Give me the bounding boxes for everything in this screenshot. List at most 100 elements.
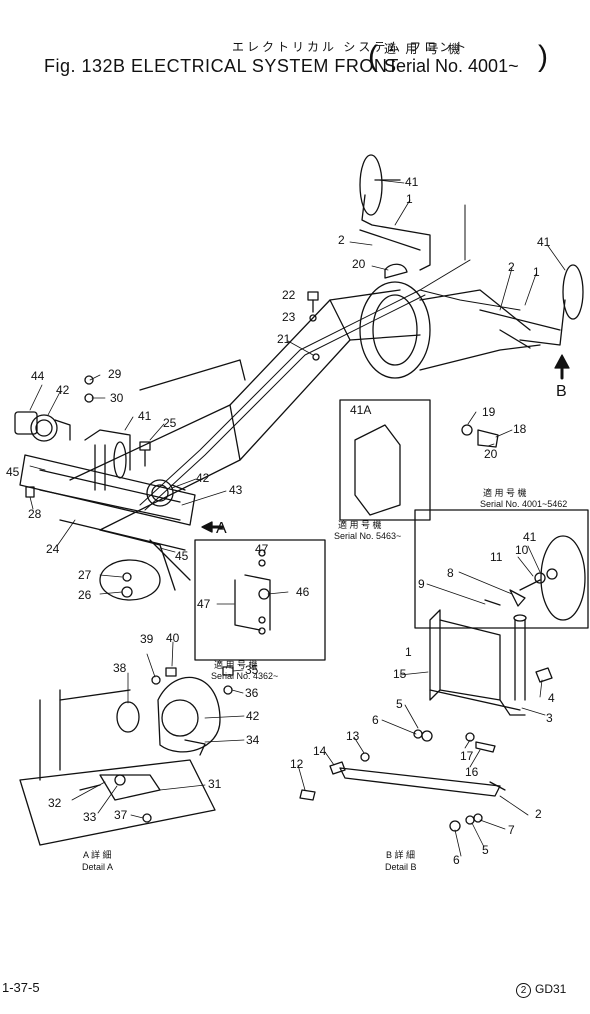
callout-45-left: 45 (6, 465, 20, 479)
detail-b-bracket (413, 609, 553, 753)
callout-20-right: 20 (484, 447, 498, 461)
figure-title: Fig. 132B ELECTRICAL SYSTEM FRONT (44, 56, 399, 76)
callout-1-top: 1 (406, 192, 413, 206)
mirror-assembly-right (479, 264, 584, 349)
callout-22: 22 (282, 288, 296, 302)
callout-41-right: 41 (537, 235, 551, 249)
callout-32: 32 (48, 796, 62, 810)
serial-4001-5462: Serial No. 4001~5462 (480, 499, 567, 509)
figure-title-japanese: エレクトリカル システム フロント (232, 40, 470, 54)
view-b-arrow-head (554, 354, 570, 369)
serial-4362: Serial No. 4362~ (211, 671, 278, 681)
paren-right: ) (538, 40, 548, 73)
nut-19 (461, 424, 473, 436)
nut-6b (449, 820, 461, 832)
bolt-22 (307, 291, 319, 313)
detail-a-jp: A 詳 細 (83, 849, 112, 860)
callout-34: 34 (246, 733, 260, 747)
callout-41-top: 41 (405, 175, 419, 189)
callout-6: 6 (372, 713, 379, 727)
callout-3: 3 (546, 711, 553, 725)
stay-rod-2 (339, 767, 506, 797)
marker-lamp-top (384, 263, 408, 279)
callout-35: 35 (245, 663, 259, 677)
leader-lines (29, 179, 566, 857)
washer-5b (465, 815, 475, 825)
nut-13 (360, 752, 370, 762)
callout-46: 46 (296, 585, 310, 599)
callout-6b: 6 (453, 853, 460, 867)
view-a-label: A (216, 520, 227, 537)
callout-8: 8 (447, 566, 454, 580)
callout-17: 17 (460, 749, 474, 763)
headlamp-right (146, 479, 186, 507)
applicable-label-japanese: 適 用 号 機 (384, 42, 464, 56)
callout-16: 16 (465, 765, 479, 779)
callout-27: 27 (78, 568, 92, 582)
callout-30: 30 (110, 391, 124, 405)
main-frame (69, 281, 541, 531)
callout-44: 44 (31, 369, 45, 383)
detail-46-47-box (194, 539, 326, 661)
callout-1-right: 1 (533, 265, 540, 279)
callout-10: 10 (515, 543, 529, 557)
bolt-28 (25, 486, 35, 498)
serial-5463-jp: 適 用 号 機 (338, 519, 382, 530)
callout-2-right: 2 (508, 260, 515, 274)
callout-47-top: 47 (255, 542, 269, 556)
serial-5463: Serial No. 5463~ (334, 531, 401, 541)
paren-left: ( (368, 40, 378, 73)
nut-29 (84, 375, 94, 385)
callout-11: 11 (490, 550, 503, 564)
callout-41-left: 41 (138, 409, 152, 423)
connector-18 (477, 429, 499, 448)
callout-14: 14 (313, 744, 327, 758)
callout-36: 36 (245, 686, 259, 700)
callout-25: 25 (163, 416, 177, 430)
callout-26: 26 (78, 588, 92, 602)
callout-41-detail: 41 (523, 530, 537, 544)
nut-26 (121, 586, 133, 598)
wire-harness (139, 204, 521, 511)
detail-41a-box (339, 399, 431, 521)
view-b-label: B (556, 383, 567, 400)
headlamp-left (14, 411, 71, 442)
callout-20-top: 20 (352, 257, 366, 271)
detail-b-label: Detail B (385, 862, 417, 872)
serial-4362-jp: 適 用 号 機 (214, 659, 258, 670)
callout-24: 24 (46, 542, 60, 556)
callout-7: 7 (508, 823, 515, 837)
front-crossbar (19, 454, 196, 601)
washer-14 (329, 761, 346, 775)
detail-b-jp: B 詳 細 (386, 849, 415, 860)
callout-40: 40 (166, 631, 180, 645)
callout-15: 15 (393, 667, 407, 681)
callout-23: 23 (282, 310, 296, 324)
mirror-assembly-left (359, 154, 431, 271)
callout-1-detailb: 1 (405, 645, 412, 659)
serial-4001-5462-jp: 適 用 号 機 (483, 487, 527, 498)
code-number: 2 (516, 983, 531, 998)
callout-28: 28 (28, 507, 42, 521)
washer-23 (309, 314, 317, 322)
callout-47: 47 (197, 597, 211, 611)
callout-42-left: 42 (56, 383, 70, 397)
washer-7 (473, 813, 483, 823)
callout-39: 39 (140, 632, 154, 646)
callout-labels: 41 1 2 20 2 1 41 22 23 21 29 30 44 42 41… (6, 175, 567, 872)
callout-5: 5 (396, 697, 403, 711)
callout-21: 21 (277, 332, 291, 346)
callout-38: 38 (113, 661, 127, 675)
callout-29: 29 (108, 367, 122, 381)
callout-18: 18 (513, 422, 527, 436)
stay-41-left (84, 429, 131, 491)
callout-9: 9 (418, 577, 425, 591)
callout-2-detailb: 2 (535, 807, 542, 821)
callout-12: 12 (290, 757, 304, 771)
callout-13: 13 (346, 729, 360, 743)
detail-a-label: Detail A (82, 862, 113, 872)
detail-a-drawing (19, 666, 234, 846)
callout-45-right: 45 (175, 549, 189, 563)
callout-33: 33 (83, 810, 97, 824)
